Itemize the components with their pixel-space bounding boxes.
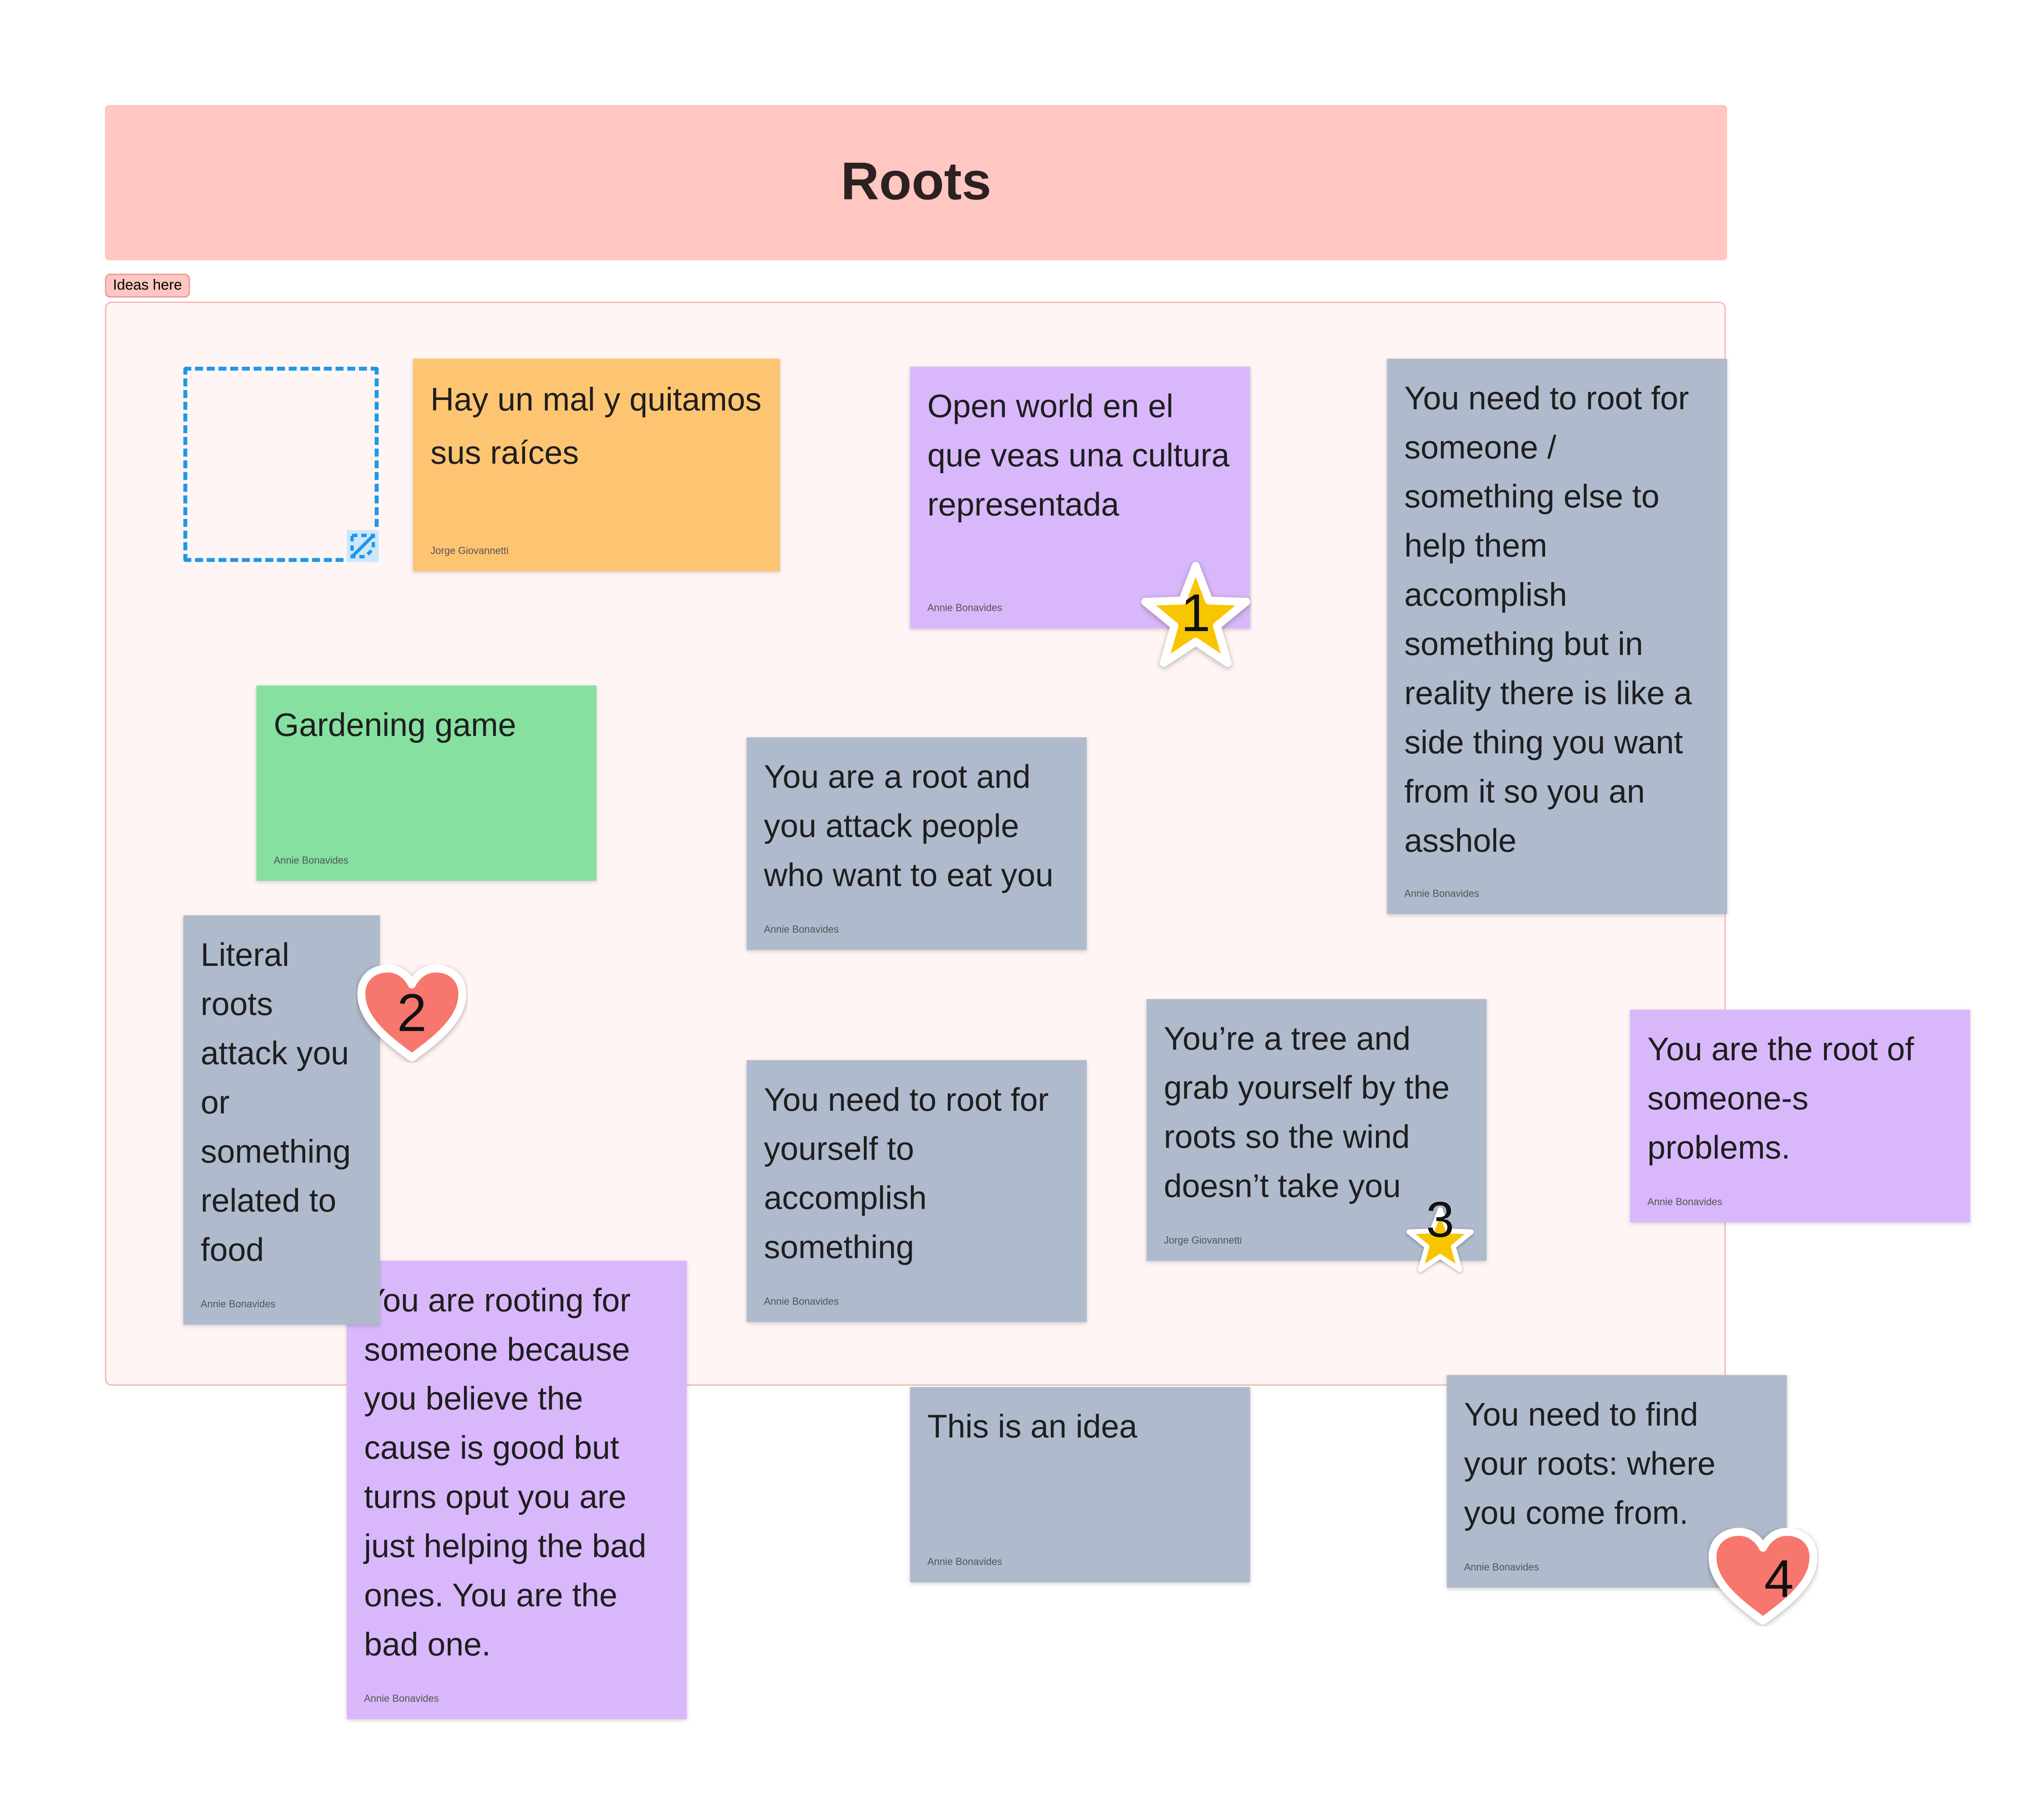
sticky-note[interactable]: Hay un mal y quitamos sus raíces Jorge G… — [413, 359, 780, 572]
sticky-text: You’re a tree and grab yourself by the r… — [1164, 1021, 1450, 1205]
heart-icon — [357, 964, 466, 1062]
star-icon — [1141, 562, 1250, 667]
sticky-text: You need to root for yourself to accompl… — [764, 1082, 1049, 1266]
sticky-note[interactable]: You need to root for yourself to accompl… — [746, 1060, 1087, 1322]
heart-icon — [1708, 1528, 1818, 1625]
sticky-note[interactable]: You are the root of someone-s problems. … — [1630, 1010, 1971, 1223]
star-sticker[interactable]: 3 — [1405, 1193, 1475, 1276]
sticky-text: You are a root and you attack people who… — [764, 760, 1054, 894]
sticky-text: Literal roots attack you or something re… — [200, 938, 351, 1269]
sticky-author: Annie Bonavides — [274, 854, 349, 866]
sticky-text: You need to find your roots: where you c… — [1464, 1397, 1716, 1532]
sticky-author: Annie Bonavides — [927, 602, 1002, 614]
star-icon — [1406, 1207, 1474, 1272]
sticky-text: You need to root for someone / something… — [1404, 381, 1692, 860]
sticky-note[interactable]: You are a root and you attack people who… — [746, 737, 1087, 950]
heart-sticker[interactable]: 4 — [1707, 1528, 1819, 1626]
sticky-note[interactable]: You need to root for someone / something… — [1387, 359, 1727, 914]
sticky-note[interactable]: You are rooting for someone because you … — [347, 1261, 687, 1719]
sticky-author: Annie Bonavides — [364, 1692, 439, 1705]
sticky-author: Annie Bonavides — [1464, 1561, 1539, 1573]
star-sticker[interactable]: 1 — [1140, 561, 1252, 672]
sticky-text: Open world en el que veas una cultura re… — [927, 389, 1230, 524]
sticker-number: 4 — [1764, 1550, 1794, 1609]
sticky-note[interactable]: This is an idea Annie Bonavides — [910, 1387, 1250, 1582]
sticky-text: You are the root of someone-s problems. — [1647, 1032, 1914, 1167]
sticky-text: This is an idea — [927, 1410, 1137, 1446]
sticky-note[interactable]: You’re a tree and grab yourself by the r… — [1146, 999, 1487, 1261]
sticky-peel-icon — [347, 530, 379, 562]
section-label[interactable]: Ideas here — [105, 274, 190, 298]
sticky-text: You are rooting for someone because you … — [364, 1283, 646, 1664]
sticky-author: Jorge Giovannetti — [430, 544, 509, 557]
sticky-placeholder[interactable] — [183, 366, 379, 562]
sticky-author: Annie Bonavides — [764, 1295, 839, 1308]
heart-sticker[interactable]: 2 — [356, 964, 468, 1063]
sticky-author: Annie Bonavides — [764, 923, 839, 936]
sticky-note[interactable]: Gardening game Annie Bonavides — [256, 685, 597, 881]
sticker-number: 3 — [1426, 1193, 1454, 1249]
board-header[interactable]: Roots — [105, 105, 1727, 261]
sticky-author: Annie Bonavides — [1647, 1195, 1722, 1208]
sticky-author: Annie Bonavides — [927, 1556, 1002, 1568]
sticky-note[interactable]: Literal roots attack you or something re… — [183, 915, 380, 1325]
sticky-note[interactable]: Open world en el que veas una cultura re… — [910, 366, 1250, 629]
sticker-number: 1 — [1181, 585, 1211, 643]
board-title: Roots — [840, 153, 991, 211]
sticker-number: 2 — [397, 984, 427, 1043]
sticky-author: Annie Bonavides — [1404, 887, 1479, 899]
sticky-author: Annie Bonavides — [200, 1298, 276, 1310]
sticky-text: Hay un mal y quitamos sus raíces — [430, 383, 762, 472]
sticky-text: Gardening game — [274, 708, 517, 744]
sticky-author: Jorge Giovannetti — [1164, 1234, 1242, 1246]
